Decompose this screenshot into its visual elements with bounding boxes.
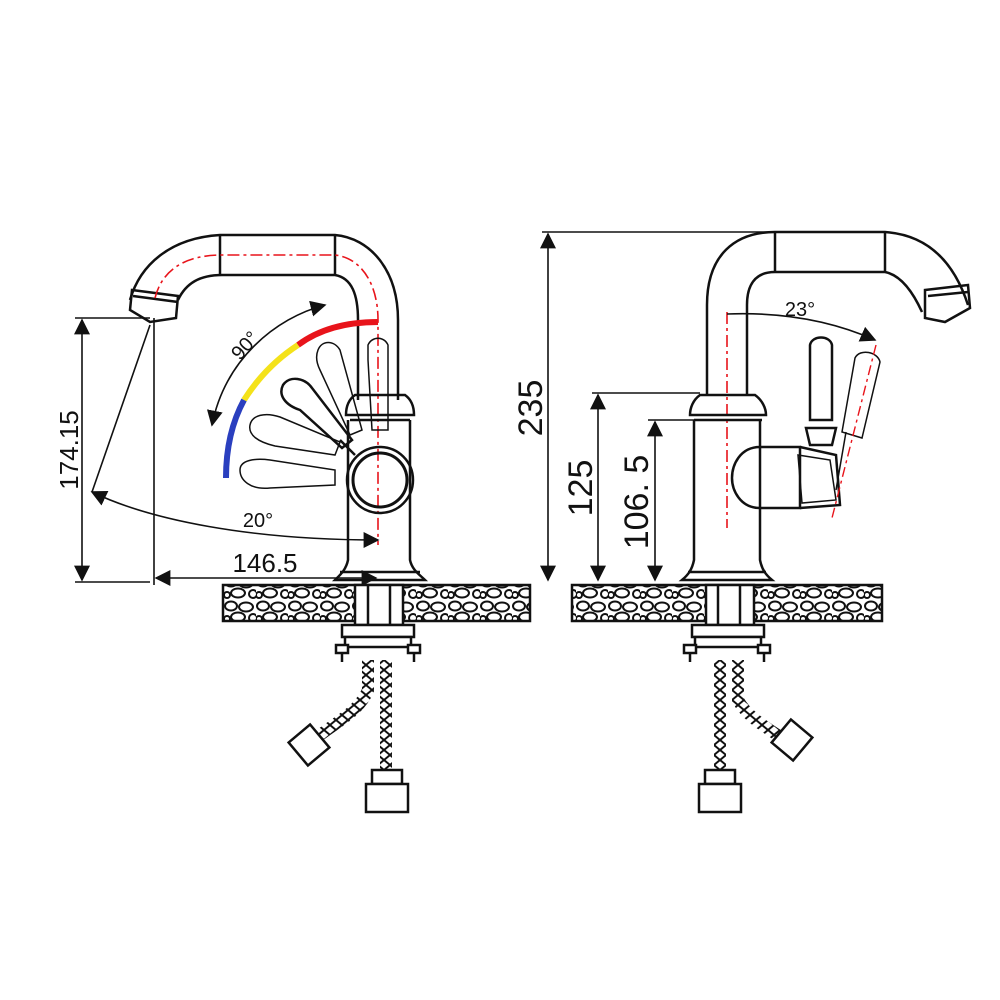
angle-23-label: 23° <box>785 299 815 321</box>
angle-20-label: 20° <box>243 510 273 532</box>
side-lever <box>804 336 838 447</box>
tilt-arrow-23 <box>726 312 877 342</box>
side-body <box>678 393 842 582</box>
dim-174-label: 174.15 <box>54 410 84 490</box>
front-hoses <box>286 660 410 814</box>
dim-146-label: 146.5 <box>232 548 297 578</box>
side-mount <box>682 583 772 662</box>
dim-125-label: 125 <box>562 460 600 517</box>
front-mount <box>334 583 422 662</box>
front-body <box>331 393 429 582</box>
rotation-arrow-90 <box>206 300 327 427</box>
tilt-arrow-20 <box>90 491 380 548</box>
side-hoses <box>697 660 815 814</box>
front-spout-centerline <box>154 254 379 545</box>
front-lever-main <box>280 377 356 456</box>
angle-90-label: 90° <box>227 327 264 364</box>
tilt-reference-line <box>91 324 151 493</box>
hot-arc <box>296 319 379 348</box>
side-lever-ghost <box>835 351 881 491</box>
front-spout <box>128 233 400 400</box>
dim-235-label: 235 <box>512 380 550 437</box>
front-lever-ghosts <box>239 337 389 489</box>
side-view <box>540 230 972 814</box>
front-view <box>74 233 532 814</box>
side-lever-tilt-line <box>831 344 877 519</box>
dim-106-label: 106. 5 <box>618 455 656 550</box>
